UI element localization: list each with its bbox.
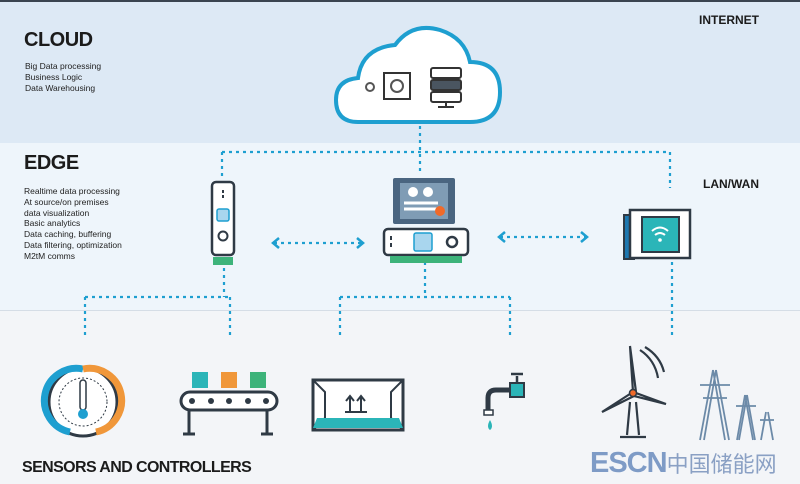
wind-turbine-icon [601, 345, 667, 439]
server-icon [430, 67, 462, 108]
cloud-description: Big Data processing Business Logic Data … [25, 61, 101, 93]
edge-item: Data filtering, optimization [24, 239, 122, 250]
cloud-item: Business Logic [25, 71, 83, 82]
internet-label: INTERNET [699, 13, 759, 27]
wifi-icon [651, 226, 669, 236]
power-pylons-icon [699, 369, 774, 441]
edge-gateway-device [210, 180, 236, 265]
thermometer-gauge-icon [40, 364, 126, 438]
wifi-router-device [623, 208, 692, 260]
edge-item: At source/on premises [24, 196, 109, 207]
edge-item: data visualization [24, 207, 90, 218]
watermark-logo: ESCN中国储能网 [590, 447, 777, 480]
watermark-latin: ESCN [590, 447, 668, 479]
arrow-heads [271, 231, 589, 249]
package-box-icon [311, 378, 405, 432]
processor-icon [383, 72, 411, 100]
top-border [0, 0, 800, 2]
cloud-item: Big Data processing [25, 61, 102, 71]
edge-description: Realtime data processing At source/on pr… [24, 186, 122, 262]
gear-icon [390, 79, 404, 93]
gear-icon [365, 82, 375, 92]
edge-item: Realtime data processing [24, 186, 120, 196]
edge-item: Data caching, buffering [24, 229, 112, 240]
water-tap-icon [483, 372, 525, 430]
connection-lines [83, 126, 674, 335]
conveyor-belt-icon [179, 372, 279, 436]
lan-wan-label: LAN/WAN [703, 177, 759, 191]
edge-item: Basic analytics [24, 218, 81, 229]
cloud-title: CLOUD [24, 29, 93, 51]
edge-item: M2tM comms [24, 250, 75, 261]
sensors-title: SENSORS AND CONTROLLERS [22, 459, 252, 476]
cloud-icon [333, 25, 503, 124]
cloud-item: Data Warehousing [25, 82, 96, 93]
watermark-cjk: 中国储能网 [666, 452, 777, 477]
edge-title: EDGE [24, 152, 79, 174]
edge-computer-device [382, 178, 470, 263]
